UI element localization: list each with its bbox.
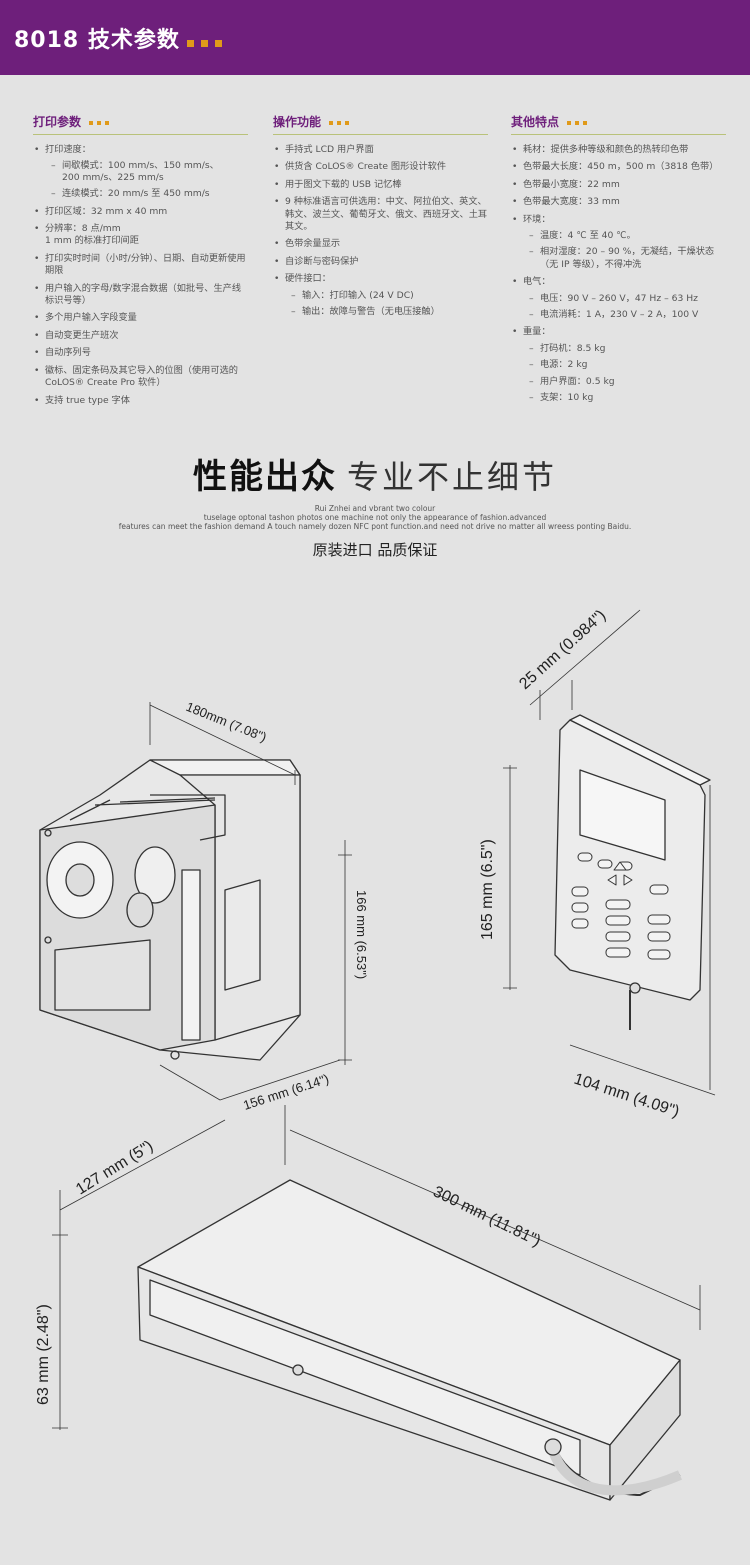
spec-item: 9 种标准语言可供选用：中文、阿拉伯文、英文、韩文、波兰文、葡萄牙文、俄文、西班… [273,196,488,233]
spec-item: 色带最大宽度：33 mm [511,196,726,209]
spec-item: 电气： [511,276,726,289]
dim-psu-height: 63 mm (2.48") [35,1304,52,1405]
dim-panel-height: 165 mm (6.5") [479,839,496,940]
english-line-2: tuselage optonal tashon photos one machi… [203,513,547,522]
spec-sub-item: 支架：10 kg [511,392,726,405]
spec-item: 重量： [511,326,726,339]
spec-item: 分辨率：8 点/mm 1 mm 的标准打印间距 [33,223,248,248]
spec-item: 色带最小宽度：22 mm [511,179,726,192]
spec-item: 自动变更生产班次 [33,330,248,343]
print-params-column: 打印参数打印速度： 间歇模式：100 mm/s、150 mm/s、200 mm/s… [33,113,248,412]
spec-sub-item: 用户界面：0.5 kg [511,376,726,389]
spec-sub-item: 电压：90 V – 260 V，47 Hz – 63 Hz [511,293,726,306]
column-heading-text: 其他特点 [511,115,560,129]
dim-printer-depth: 156 mm (6.14") [241,1071,330,1113]
english-line-1: Rui Znhei and vbrant two colour [314,504,436,513]
spec-sub-item: 200 mm/s、225 mm/s [62,171,164,183]
heading-decoration [89,115,113,129]
column-heading: 操作功能 [273,113,488,133]
spec-item: 打印实时时间（小时/分钟）、日期、自动更新使用期限 [33,253,248,278]
spec-item: 手持式 LCD 用户界面 [273,144,488,157]
spec-item: 打印区域：32 mm x 40 mm [33,206,248,219]
printer-drawing [39,759,301,1061]
dim-psu-length: 300 mm (11.81") [430,1183,543,1250]
spec-sub-item: 电流消耗：1 A，230 V – 2 A，100 V [511,309,726,322]
other-features-column: 其他特点耗材：提供多种等级和颜色的热转印色带色带最大长度：450 m，500 m… [511,113,726,410]
page-title: 8018 技术参数 [14,28,180,53]
spec-item: 打印速度： [33,144,248,157]
english-line-3: features can meet the fashion demand A t… [118,522,632,531]
spec-sub-item: 打码机：8.5 kg [511,343,726,356]
dim-psu-depth: 127 mm (5") [73,1138,156,1199]
spec-item: 徽标、固定条码及其它导入的位图（使用可选的 CoLOS® Create Pro … [33,365,248,390]
quality-subtitle: 原装进口 品质保证 [312,541,438,559]
dim-printer-width: 180mm (7.08") [184,699,269,745]
dimension-drawings: 180mm (7.08") 166 mm (6.53") 156 mm (6.1… [35,607,716,1501]
spec-item: 色带最大长度：450 m，500 m（3818 色带） [511,161,726,174]
spec-item: 硬件接口： [273,273,488,286]
spec-sub-item: 电源：2 kg [511,359,726,372]
spec-sub-item: 输入：打印输入 (24 V DC) [273,290,488,303]
column-divider [33,134,248,135]
operation-features-column: 操作功能手持式 LCD 用户界面供货含 CoLOS® Create 图形设计软件… [273,113,488,323]
spec-sub-item: 间歇模式：100 mm/s、150 mm/s、 [33,160,248,173]
dim-panel-depth: 25 mm (0.984") [516,607,609,693]
slogan-light: 专业不止细节 [346,458,557,496]
column-heading: 打印参数 [33,113,248,133]
control-panel-drawing [554,714,711,1030]
spec-item: 自动序列号 [33,347,248,360]
header-decoration [187,33,229,52]
spec-sub-item: 连续模式：20 mm/s 至 450 mm/s [33,188,248,201]
page-header: 8018 技术参数 [0,0,750,75]
column-heading-text: 操作功能 [273,115,322,129]
spec-item: 多个用户输入字段变量 [33,312,248,325]
spec-item: 供货含 CoLOS® Create 图形设计软件 [273,161,488,174]
spec-item: 环境： [511,214,726,227]
spec-item: 色带余量显示 [273,238,488,251]
power-supply-drawing [137,1179,682,1501]
spec-item: 用于图文下载的 USB 记忆棒 [273,179,488,192]
spec-item: 自诊断与密码保护 [273,256,488,269]
spec-sub-item: 输出：故障与警告（无电压接触） [273,306,488,319]
spec-item: 用户输入的字母/数字混合数据（如批号、生产线标识号等） [33,283,248,308]
column-divider [511,134,726,135]
spec-item: 耗材：提供多种等级和颜色的热转印色带 [511,144,726,157]
column-heading-text: 打印参数 [33,115,82,129]
dim-printer-height: 166 mm (6.53") [354,890,369,979]
spec-item: 支持 true type 字体 [33,395,248,408]
spec-sub-item: 温度：4 ℃ 至 40 ℃。 [511,230,726,243]
slogan: 性能出众专业不止细节 [0,449,750,498]
column-divider [273,134,488,135]
spec-sub-item: 相对湿度：20 – 90 %，无凝结，干燥状态（无 IP 等级），不得冲洗 [511,246,726,271]
heading-decoration [329,115,353,129]
slogan-bold: 性能出众 [192,457,337,497]
column-heading: 其他特点 [511,113,726,133]
heading-decoration [567,115,591,129]
